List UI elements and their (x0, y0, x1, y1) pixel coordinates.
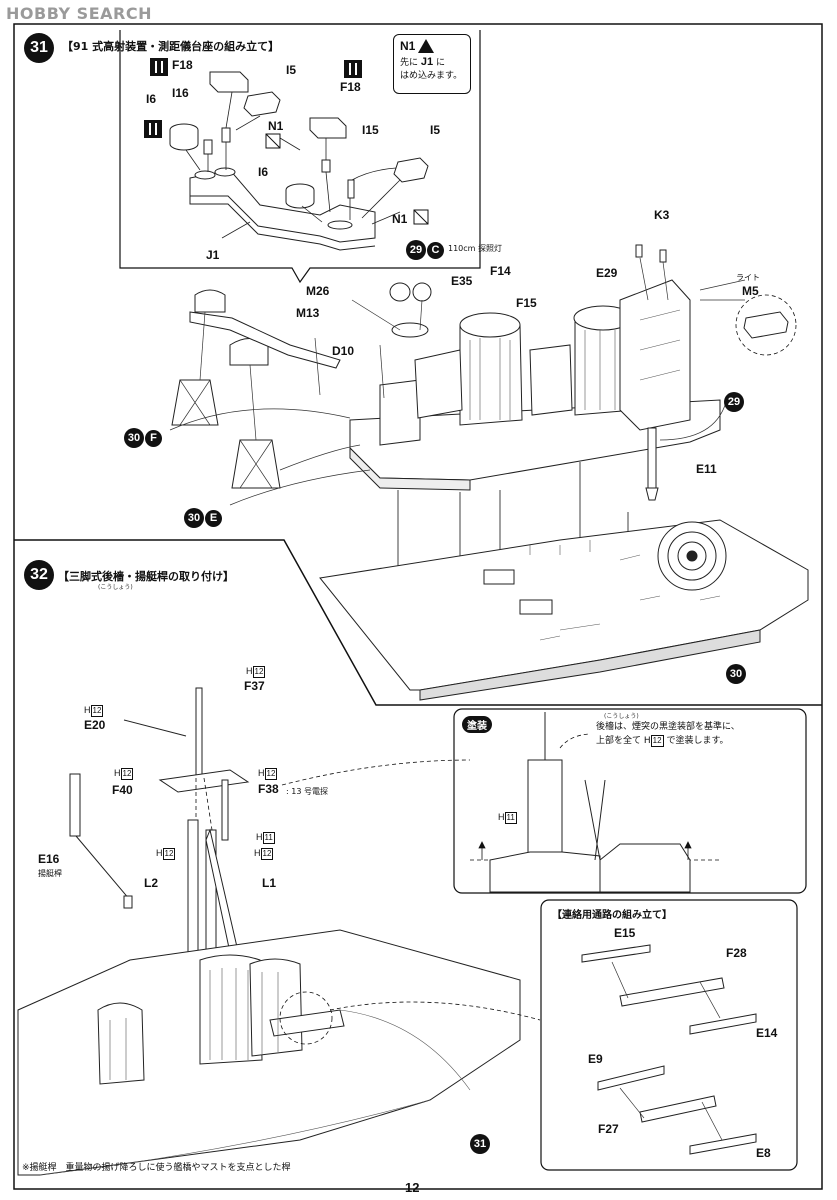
ref-step-30e: 30 E (184, 508, 222, 528)
paint-panel-furigana: (こうしょう) (604, 713, 639, 720)
part-label-j1: J1 (206, 248, 220, 262)
page-number: 12 (405, 1180, 420, 1195)
ref-f-circle: F (145, 429, 162, 447)
part-label-f18: F18 (172, 58, 193, 72)
part-label-i5-b: I5 (430, 123, 441, 137)
part-label-m26: M26 (306, 284, 330, 298)
warning-icon (418, 39, 435, 53)
ref-step-29c: 29 C (406, 240, 444, 260)
part-label-e29: E29 (596, 266, 618, 280)
part-label-e9: E9 (588, 1052, 603, 1066)
paint-tag: 塗装 (462, 716, 492, 733)
part-label-e16: E16 (38, 852, 60, 866)
part-label-e35: E35 (451, 274, 473, 288)
ref-31-circle: 31 (470, 1134, 490, 1154)
part-label-f27: F27 (598, 1122, 619, 1136)
part-label-i5: I5 (286, 63, 297, 77)
part-label-f40: F40 (112, 783, 133, 797)
paint-note-line1: 後檣は、煙突の黒塗装部を基準に、 (596, 722, 740, 732)
part-label-l1: L1 (262, 876, 277, 890)
ref-c-circle: C (427, 241, 444, 259)
part-label-e14: E14 (756, 1026, 778, 1040)
ref-step-30-hull: 30 (726, 664, 746, 684)
walkway-title: 【連絡用通路の組み立て】 (552, 910, 672, 921)
note-code: N1 (400, 39, 416, 53)
part-label-d10: D10 (332, 344, 355, 358)
ref-30f-circle: 30 (124, 428, 144, 448)
ref-step-29-side: 29 (724, 392, 744, 412)
f38-note: : 13 号電探 (286, 787, 328, 796)
light-label: ライト (736, 273, 760, 282)
ref-29-side-circle: 29 (724, 392, 744, 412)
part-label-k3: K3 (654, 208, 670, 222)
step-31-title: 【91 式高射装置・測距儀台座の組み立て】 (62, 40, 280, 53)
ref-step-30f: 30 F (124, 428, 162, 448)
note-line1-suffix: に (436, 58, 446, 68)
ref-30e-circle: 30 (184, 508, 204, 528)
step-31-number: 31 (24, 33, 54, 63)
e16-note: 揚艇桿 (38, 869, 62, 878)
ref-step-31: 31 (470, 1134, 490, 1154)
part-label-e8: E8 (756, 1146, 771, 1160)
part-label-f38: F38 (258, 782, 279, 796)
part-label-n1-b: N1 (392, 212, 408, 226)
part-label-e15: E15 (614, 926, 636, 940)
ref-30-hull-circle: 30 (726, 664, 746, 684)
part-label-m5: M5 (742, 284, 759, 298)
watermark: HOBBY SEARCH (6, 4, 152, 23)
part-label-l2: L2 (144, 876, 159, 890)
part-label-n1: N1 (268, 119, 284, 133)
ref-e-circle: E (205, 509, 222, 527)
part-label-f18-b: F18 (340, 80, 361, 94)
part-label-e20: E20 (84, 718, 106, 732)
footnote: ※揚艇桿 重量物の揚げ降ろしに使う艦橋やマストを支点とした桿 (22, 1163, 291, 1173)
step-32-number: 32 (24, 560, 54, 590)
step-32-title: 【三脚式後檣・揚艇桿の取り付け】 (58, 570, 234, 583)
note-line1-prefix: 先に (400, 58, 419, 68)
part-label-i6: I6 (146, 92, 157, 106)
part-label-i16: I16 (172, 86, 189, 100)
part-label-m13: M13 (296, 306, 320, 320)
ref-29-circle: 29 (406, 240, 426, 260)
step-31-note: N1 先に J1 に はめ込みます。 (393, 34, 471, 94)
part-label-f14: F14 (490, 264, 511, 278)
note-line2: はめ込みます。 (400, 71, 463, 81)
part-label-e11: E11 (696, 462, 717, 476)
part-label-f15: F15 (516, 296, 537, 310)
searchlight-label: 110cm 探照灯 (448, 244, 503, 253)
part-label-f28: F28 (726, 946, 747, 960)
part-label-i6-b: I6 (258, 165, 269, 179)
step-32-title-furigana: (こうしょう) (98, 584, 133, 591)
note-line1-code: J1 (420, 56, 434, 68)
part-label-i15: I15 (362, 123, 379, 137)
part-label-f37: F37 (244, 679, 265, 693)
